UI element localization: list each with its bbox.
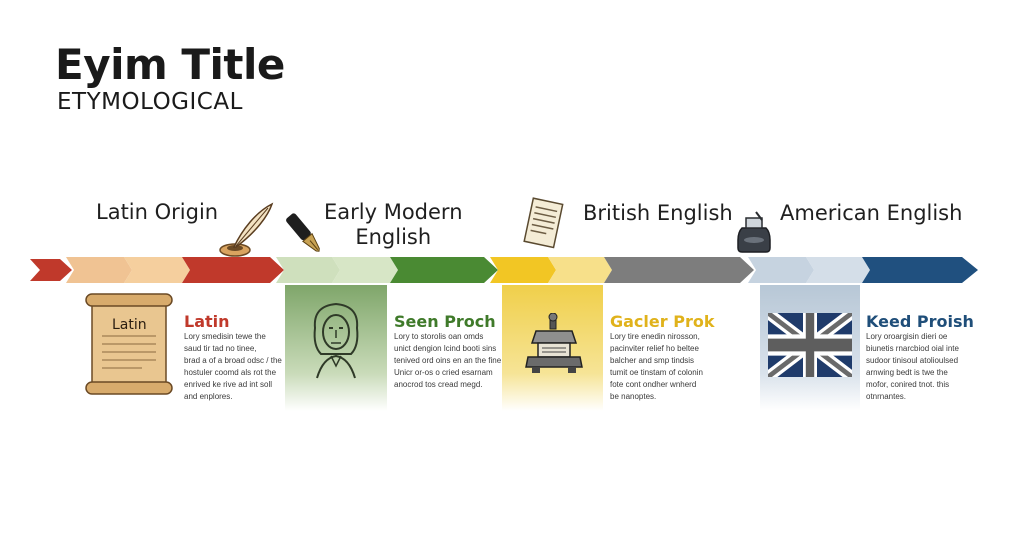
era-label-latin-origin: Latin Origin: [96, 200, 219, 224]
card-text-keed-proish: Lory oroargisin dieri oe biunetis rnarcb…: [866, 332, 959, 401]
card-title-gacler-prok: Gacler Prok: [610, 312, 715, 331]
card-text-seen-proch: Lory to storolis oan omds unict dengion …: [394, 332, 502, 389]
page-subtitle: ETYMOLOGICAL: [57, 89, 243, 115]
card-text-latin: Lory smedisin tewe the saud tir tad no t…: [184, 332, 282, 401]
fountain-pen-icon: [286, 213, 320, 252]
scroll-icon: [85, 293, 173, 395]
ink-bottle-icon: [737, 211, 771, 253]
era-label-american-english: American English: [780, 201, 963, 225]
card-title-seen-proch: Seen Proch: [394, 312, 496, 331]
card-title-keed-proish: Keed Proish: [866, 312, 974, 331]
quill-pen-icon: [219, 202, 274, 257]
union-jack-flag-icon: [768, 313, 852, 377]
paper-document-icon: [523, 197, 564, 249]
timeline-arrow: [30, 257, 978, 283]
scroll-label: Latin: [112, 317, 147, 333]
era-label-british-english: British English: [583, 201, 733, 225]
page-title: Eyim Title: [55, 40, 285, 89]
portrait-icon: [313, 302, 359, 379]
card-text-gacler-prok: Lory tire enedin nirosson, pacinviter re…: [610, 332, 703, 401]
era-label-early-modern-english: Early Modern English: [324, 200, 463, 250]
card-title-latin: Latin: [184, 312, 230, 331]
printing-press-icon: [525, 313, 583, 373]
